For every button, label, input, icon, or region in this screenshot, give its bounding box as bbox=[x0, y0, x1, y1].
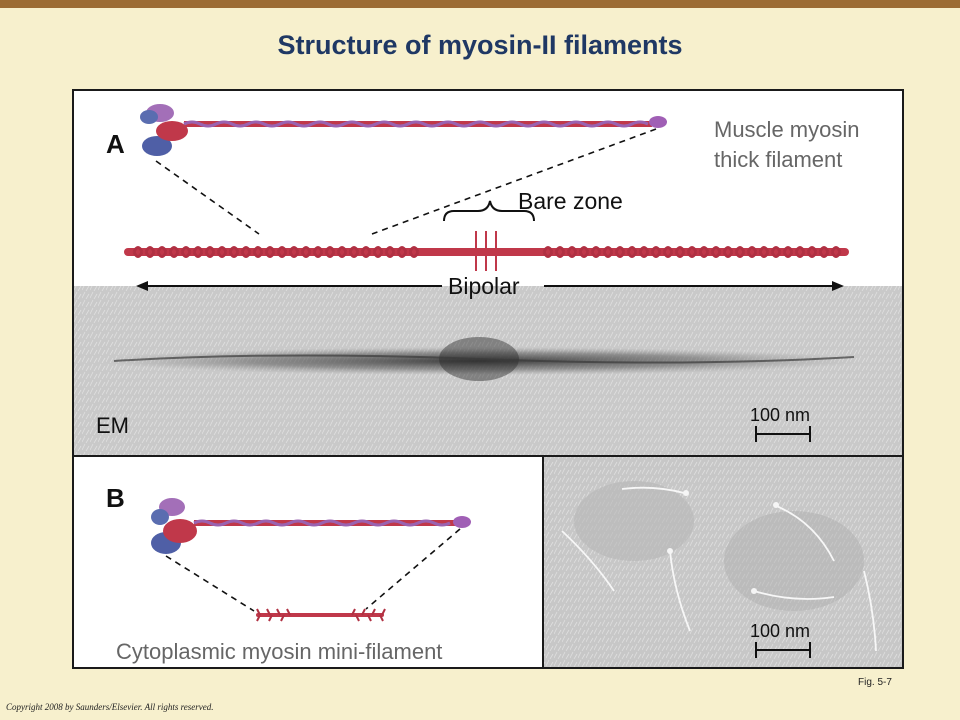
myosin-head-icon bbox=[163, 519, 197, 543]
thick-filament bbox=[124, 231, 849, 271]
myosin-molecule-a bbox=[140, 104, 667, 156]
scale-bar-a-label: 100 nm bbox=[750, 405, 810, 425]
myosin-heads-left-bottom bbox=[132, 251, 420, 258]
figure-illustration: A Muscle myosin thick filament Bare zone bbox=[74, 104, 902, 667]
panel-a-caption-line1: Muscle myosin bbox=[714, 117, 859, 142]
panel-a-caption-line2: thick filament bbox=[714, 147, 842, 172]
myosin-heads-left-top bbox=[132, 246, 420, 253]
projection-line bbox=[165, 555, 255, 612]
top-accent-bar bbox=[0, 0, 960, 8]
myosin-molecule-b bbox=[151, 498, 471, 554]
myosin-heads-right-top bbox=[542, 246, 842, 253]
arrowhead-left-icon bbox=[136, 281, 148, 291]
bare-zone-label: Bare zone bbox=[518, 188, 623, 214]
em-micrograph-a bbox=[74, 286, 902, 456]
scale-bar-b: 100 nm bbox=[750, 621, 811, 658]
projection-line bbox=[365, 528, 461, 610]
arrowhead-right-icon bbox=[832, 281, 844, 291]
myosin-tail-tip bbox=[453, 516, 471, 528]
myosin-head-icon bbox=[151, 509, 169, 525]
figure-frame: A Muscle myosin thick filament Bare zone bbox=[72, 89, 904, 669]
panel-a: A Muscle myosin thick filament Bare zone bbox=[74, 104, 902, 456]
myosin-rod-coil bbox=[183, 120, 649, 128]
panel-b: B Cytoplasmic myosin mini-filament bbox=[106, 457, 902, 667]
panel-b-caption: Cytoplasmic myosin mini-filament bbox=[116, 639, 442, 664]
mini-filament-backbone bbox=[256, 613, 384, 617]
figure-number: Fig. 5-7 bbox=[858, 677, 892, 688]
slide-title: Structure of myosin-II filaments bbox=[277, 30, 683, 60]
mini-filament bbox=[256, 608, 386, 622]
myosin-head-icon bbox=[142, 136, 172, 156]
myosin-tail-tip bbox=[649, 116, 667, 128]
myosin-heads-right-bottom bbox=[542, 251, 842, 258]
myosin-rod-coil bbox=[193, 519, 451, 527]
panel-a-label: A bbox=[106, 129, 125, 159]
bipolar-label: Bipolar bbox=[448, 273, 520, 299]
scale-bar-b-label: 100 nm bbox=[750, 621, 810, 641]
myosin-head-icon bbox=[140, 110, 158, 124]
copyright-notice: Copyright 2008 by Saunders/Elsevier. All… bbox=[6, 702, 214, 712]
projection-line bbox=[155, 160, 260, 235]
panel-b-label: B bbox=[106, 483, 125, 513]
mini-filament-heads bbox=[256, 608, 386, 622]
em-label: EM bbox=[96, 413, 129, 438]
bare-zone-brace bbox=[443, 200, 535, 222]
em-micrograph-b bbox=[544, 457, 902, 667]
projection-line bbox=[371, 128, 657, 235]
scale-bar-a: 100 nm bbox=[750, 405, 811, 442]
myosin-head-icon bbox=[156, 121, 188, 141]
